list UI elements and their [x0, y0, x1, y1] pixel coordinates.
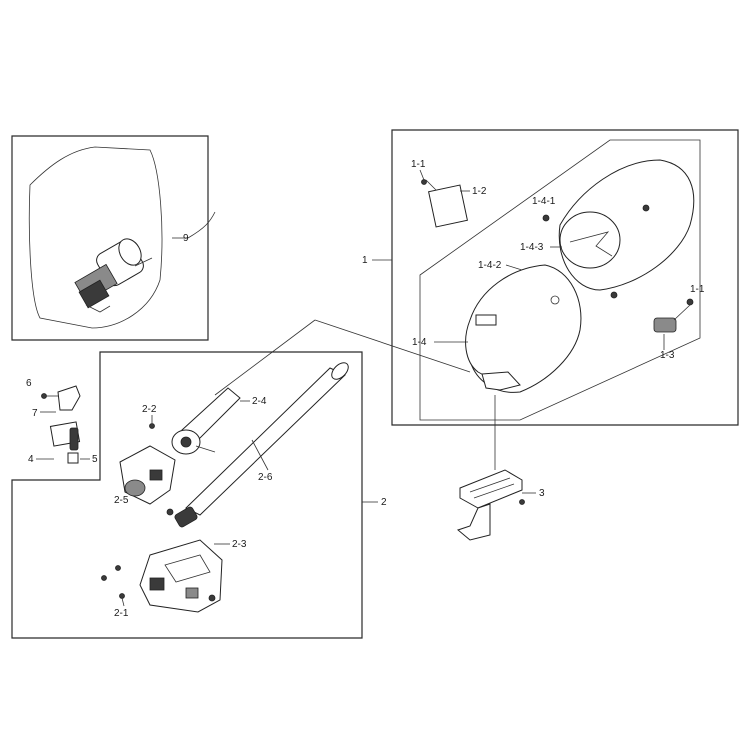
- gas-valve-2-5: [119, 445, 176, 516]
- leader-1-1-top: [419, 169, 425, 181]
- thermostat-1-2: [421, 179, 468, 228]
- callout-1-4-2: 1-4-2: [478, 260, 502, 271]
- motor-housing-outline: [28, 146, 163, 329]
- frame-part-9: [11, 135, 209, 341]
- mounting-bracket-3: [456, 469, 525, 541]
- callout-1-4-3: 1-4-3: [520, 242, 544, 253]
- sub-frame-drum: [419, 139, 701, 421]
- screw-2-1-c: [119, 593, 125, 599]
- drum-upper-cylinder: [542, 159, 695, 299]
- frame-part-2: [11, 351, 363, 639]
- callout-2-1: 2-1: [114, 608, 129, 619]
- callout-4: 4: [28, 454, 34, 465]
- callout-1-1-right: 1-1: [690, 284, 705, 295]
- small-parts-group: [41, 385, 81, 464]
- motor-assembly: [74, 238, 153, 313]
- callout-1-2: 1-2: [472, 186, 487, 197]
- callout-2-5: 2-5: [114, 495, 129, 506]
- burner-tube-2-6: [174, 362, 349, 528]
- screw-2-1-b: [101, 575, 107, 581]
- callout-2: 2: [381, 497, 387, 508]
- callout-2-3: 2-3: [232, 539, 247, 550]
- callout-2-6: 2-6: [258, 472, 273, 483]
- leader-1-4-2: [505, 264, 523, 271]
- callout-6: 6: [26, 378, 32, 389]
- leader-2-6: [251, 439, 269, 471]
- connector-drum-to-burner: [314, 319, 471, 373]
- burner-bracket-2-3: [139, 539, 223, 613]
- frame-part-1: [391, 129, 739, 426]
- leader-2-1: [121, 597, 125, 607]
- callout-1-3: 1-3: [660, 350, 675, 361]
- callout-1: 1: [362, 255, 368, 266]
- screw-2-2: [149, 423, 155, 429]
- callout-1-4-1: 1-4-1: [532, 196, 556, 207]
- drum-lower-cylinder: [465, 264, 582, 393]
- callout-2-2: 2-2: [142, 404, 157, 415]
- sensor-1-3: [653, 298, 694, 333]
- callout-7: 7: [32, 408, 38, 419]
- callout-2-4: 2-4: [252, 396, 267, 407]
- wire-harness: [187, 211, 216, 239]
- igniter-2-4: [171, 387, 241, 455]
- callout-5: 5: [92, 454, 98, 465]
- screw-2-1-a: [115, 565, 121, 571]
- callout-1-4: 1-4: [412, 337, 427, 348]
- callout-1-1-top: 1-1: [411, 159, 426, 170]
- frame-parts-4-7: [12, 352, 101, 481]
- connector-burner-tube: [214, 319, 316, 396]
- callout-3: 3: [539, 488, 545, 499]
- callout-9: 9: [183, 233, 189, 244]
